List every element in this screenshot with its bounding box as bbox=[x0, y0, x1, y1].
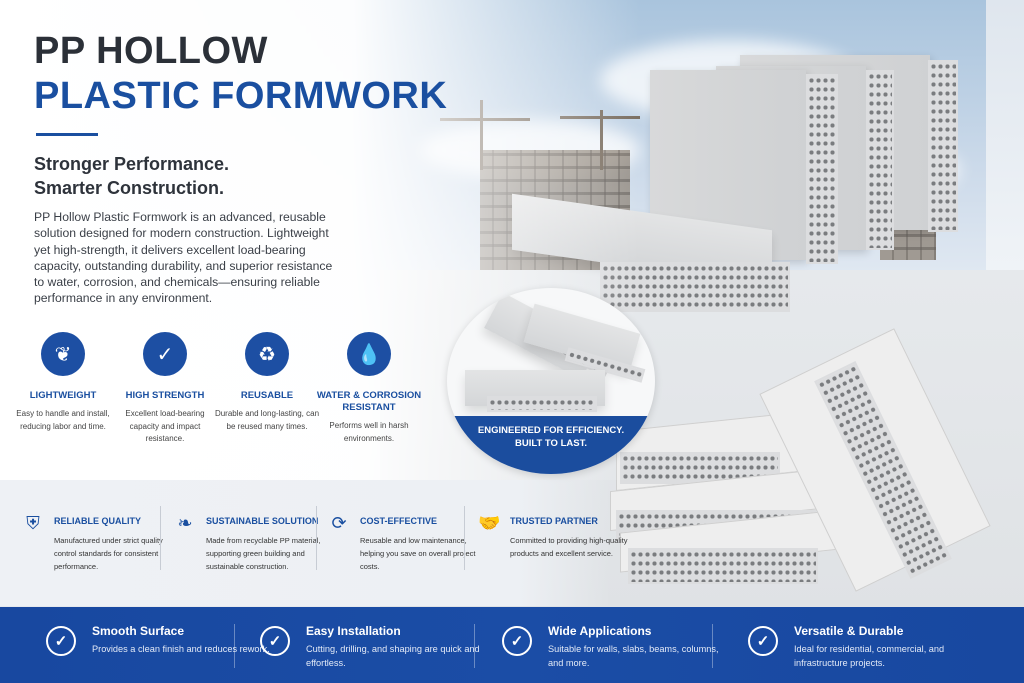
shield-check-icon: ✓ bbox=[143, 332, 187, 376]
page-title-line2: PLASTIC FORMWORK bbox=[34, 75, 448, 117]
feature-high-strength: ✓ HIGH STRENGTH Excellent load-bearing c… bbox=[112, 332, 218, 446]
highlight-desc: Cutting, drilling, and shaping are quick… bbox=[306, 644, 480, 668]
feature-water-resistant: 💧 WATER & CORROSION RESISTANT Performs w… bbox=[316, 332, 422, 445]
highlight-title: Smooth Surface bbox=[92, 624, 185, 638]
feature-desc: Performs well in harsh environments. bbox=[329, 421, 409, 443]
shield-check-icon: ⛨ bbox=[26, 513, 40, 533]
divider bbox=[160, 506, 161, 570]
feature-reusable: ♻ REUSABLE Durable and long-lasting, can… bbox=[214, 332, 320, 433]
benefits-band bbox=[0, 480, 610, 606]
feature-desc: Durable and long-lasting, can be reused … bbox=[214, 409, 320, 431]
feather-icon: ❦ bbox=[41, 332, 85, 376]
recycle-icon: ♻ bbox=[245, 332, 289, 376]
inset-banner-line1: ENGINEERED FOR EFFICIENCY. bbox=[477, 425, 625, 436]
benefit-title: COST-EFFECTIVE bbox=[360, 516, 438, 526]
feature-desc: Excellent load-bearing capacity and impa… bbox=[125, 409, 205, 443]
divider bbox=[474, 624, 475, 668]
check-circle-icon: ✓ bbox=[748, 626, 778, 656]
benefit-title: SUSTAINABLE SOLUTION bbox=[206, 516, 319, 526]
divider bbox=[234, 624, 235, 668]
intro-paragraph: PP Hollow Plastic Formwork is an advance… bbox=[34, 210, 333, 306]
feature-title: REUSABLE bbox=[240, 390, 294, 401]
benefit-desc: Made from recyclable PP material, suppor… bbox=[206, 536, 321, 571]
highlight-desc: Ideal for residential, commercial, and i… bbox=[794, 644, 945, 668]
check-circle-icon: ✓ bbox=[46, 626, 76, 656]
benefit-title: RELIABLE QUALITY bbox=[54, 516, 141, 526]
highlight-desc: Provides a clean finish and reduces rewo… bbox=[92, 644, 270, 654]
benefit-desc: Manufactured under strict quality contro… bbox=[54, 536, 163, 571]
feature-title: LIGHTWEIGHT bbox=[29, 390, 97, 401]
subtitle: Stronger Performance. Smarter Constructi… bbox=[34, 152, 229, 200]
leaf-icon: ❧ bbox=[177, 513, 193, 533]
water-drop-icon: 💧 bbox=[347, 332, 391, 376]
divider bbox=[712, 624, 713, 668]
subtitle-line2: Smarter Construction. bbox=[34, 178, 225, 198]
check-circle-icon: ✓ bbox=[260, 626, 290, 656]
benefit-desc: Reusable and low maintenance, helping yo… bbox=[360, 536, 476, 571]
benefit-title: TRUSTED PARTNER bbox=[510, 516, 598, 526]
inset-banner-line2: BUILT TO LAST. bbox=[515, 438, 587, 449]
feature-title: HIGH STRENGTH bbox=[125, 390, 205, 401]
highlight-desc: Suitable for walls, slabs, beams, column… bbox=[548, 644, 719, 668]
subtitle-line1: Stronger Performance. bbox=[34, 154, 230, 174]
product-inset: ENGINEERED FOR EFFICIENCY. BUILT TO LAST… bbox=[447, 288, 655, 474]
check-circle-icon: ✓ bbox=[502, 626, 532, 656]
highlight-title: Wide Applications bbox=[548, 624, 652, 638]
divider bbox=[464, 506, 465, 570]
feature-lightweight: ❦ LIGHTWEIGHT Easy to handle and install… bbox=[10, 332, 116, 433]
page-title-line1: PP HOLLOW bbox=[34, 30, 268, 72]
handshake-icon: 🤝 bbox=[478, 513, 501, 533]
feature-desc: Easy to handle and install, reducing lab… bbox=[16, 409, 110, 431]
inset-banner: ENGINEERED FOR EFFICIENCY. BUILT TO LAST… bbox=[447, 416, 655, 474]
highlight-title: Versatile & Durable bbox=[794, 624, 904, 638]
cost-cycle-icon: ⟳ bbox=[331, 513, 347, 533]
benefit-desc: Committed to providing high-quality prod… bbox=[510, 536, 628, 558]
divider bbox=[316, 506, 317, 570]
title-divider bbox=[36, 133, 98, 136]
feature-title: WATER & CORROSION RESISTANT bbox=[316, 390, 422, 413]
highlight-title: Easy Installation bbox=[306, 624, 401, 638]
